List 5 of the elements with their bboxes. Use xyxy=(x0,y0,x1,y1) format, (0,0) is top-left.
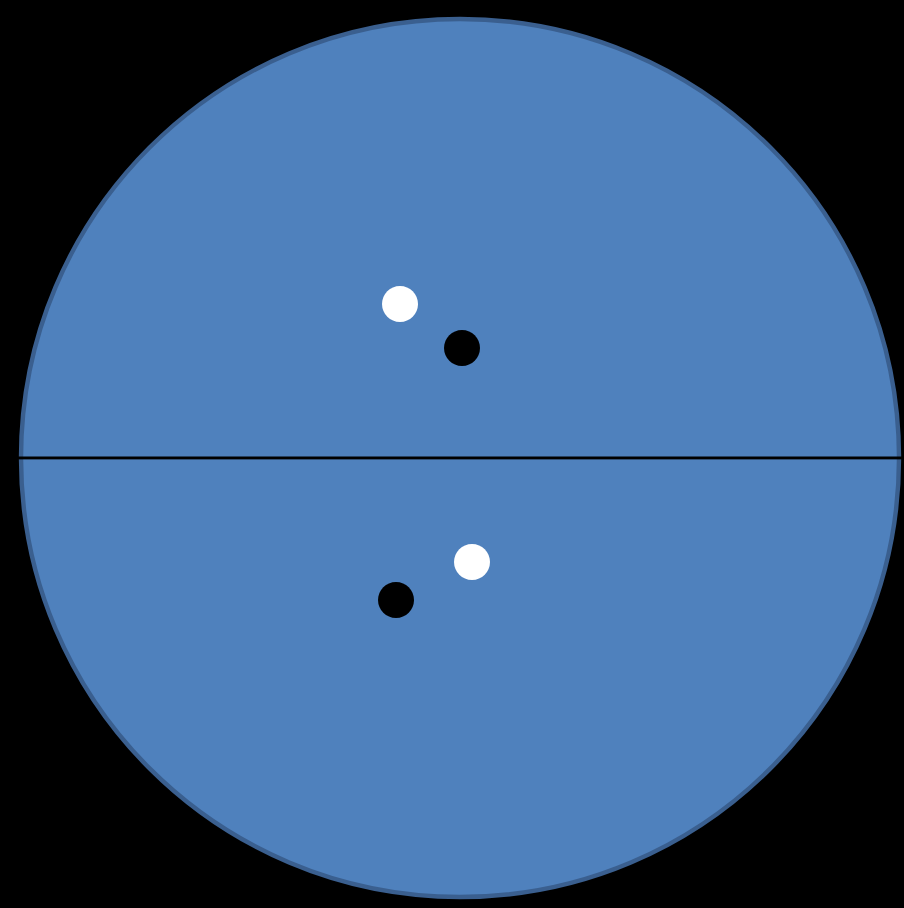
dot xyxy=(444,330,480,366)
dot xyxy=(378,582,414,618)
dot xyxy=(382,286,418,322)
dot xyxy=(454,544,490,580)
disc xyxy=(18,16,902,900)
